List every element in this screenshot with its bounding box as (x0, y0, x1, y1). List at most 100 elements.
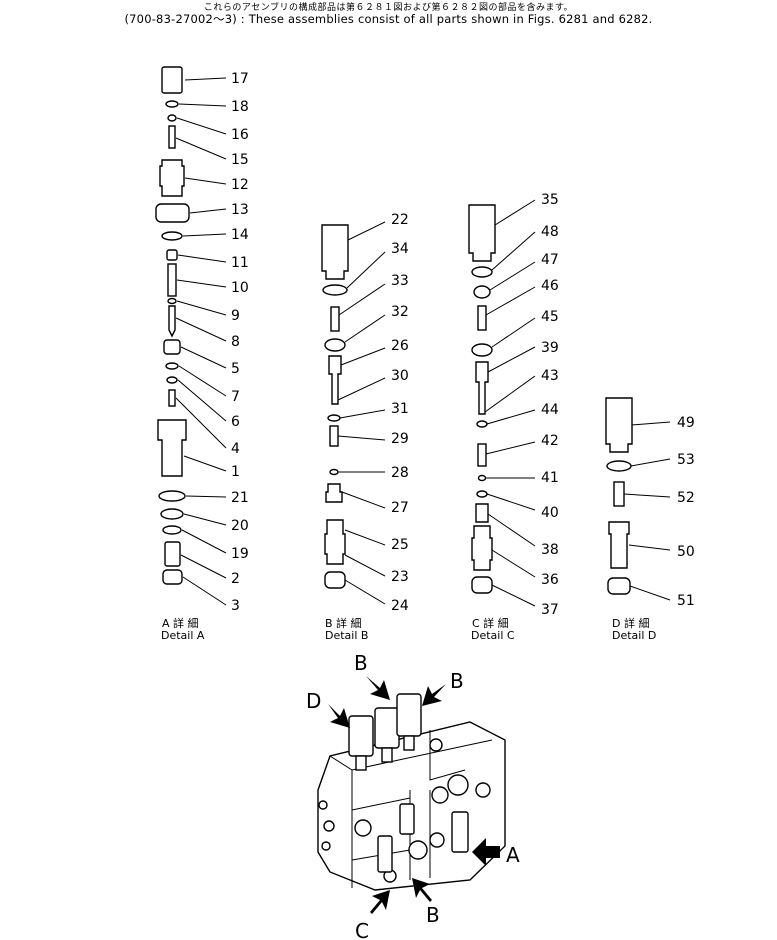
valve-port-4 (429, 738, 443, 752)
callout-53: 53 (677, 452, 695, 468)
part-18-ring (165, 100, 179, 108)
detail-a-caption: Detail A (161, 629, 205, 642)
part-39-poppet (475, 361, 489, 415)
detail-a-stack (155, 66, 190, 585)
part-6-ring (166, 376, 178, 384)
callout-15: 15 (231, 152, 249, 168)
callout-10: 10 (231, 280, 249, 296)
detail-b-stack (321, 224, 349, 589)
part-12-plug (159, 159, 185, 197)
part-31-ring (327, 414, 341, 422)
part-26-poppet (328, 355, 342, 405)
callout-32: 32 (391, 304, 409, 320)
part-32-seat (324, 338, 346, 352)
callout-9: 9 (231, 308, 240, 324)
callout-4: 4 (231, 441, 240, 457)
callout-22: 22 (391, 212, 409, 228)
part-53-oring (606, 460, 632, 472)
callout-47: 47 (541, 252, 559, 268)
view-labels: B B D A C B (306, 651, 520, 940)
relief-valve-c (377, 835, 393, 873)
cartridge-d-stem (355, 755, 367, 771)
part-17-cap (161, 66, 183, 94)
part-4-spring (168, 389, 176, 407)
part-10-spring (167, 263, 177, 297)
callout-5: 5 (231, 361, 240, 377)
callout-44: 44 (541, 402, 559, 418)
part-20-ring (160, 508, 184, 520)
valve-port-9 (321, 841, 331, 851)
callout-45: 45 (541, 309, 559, 325)
label-c: C (355, 919, 369, 940)
part-48-oring (471, 266, 493, 278)
callout-38: 38 (541, 542, 559, 558)
part-40-ring (476, 490, 488, 498)
valve-assembly (317, 693, 506, 891)
arrow-b-top-left (366, 676, 390, 700)
label-b-bottom: B (426, 903, 440, 927)
detail-a-caption-jp: A 詳 細 (162, 616, 199, 630)
cartridge-b-right-stem (403, 735, 415, 751)
part-11-retainer (166, 249, 178, 261)
part-38-poppet (475, 503, 489, 523)
part-36-sleeve (471, 525, 493, 571)
part-50-poppet (608, 521, 630, 569)
part-19-oring (162, 525, 182, 535)
part-42-spring (477, 443, 487, 467)
callout-6: 6 (231, 414, 240, 430)
part-14-oring (161, 231, 183, 241)
callout-2: 2 (231, 571, 240, 587)
callout-7: 7 (231, 389, 240, 405)
cartridge-b-left (374, 707, 400, 749)
callout-34: 34 (391, 241, 409, 257)
callout-51: 51 (677, 593, 695, 609)
arrow-d (328, 704, 350, 728)
relief-valve-center (399, 803, 415, 835)
detail-d-caption: Detail D (612, 629, 656, 642)
callout-27: 27 (391, 500, 409, 516)
callout-40: 40 (541, 505, 559, 521)
detail-c-stack (468, 204, 496, 594)
callout-18: 18 (231, 99, 249, 115)
callout-21: 21 (231, 490, 249, 506)
detail-b-leaders (337, 221, 386, 605)
valve-port-6 (429, 832, 445, 848)
part-7-oring (165, 362, 179, 370)
part-15-screw (168, 125, 176, 149)
label-b-top-right: B (450, 669, 464, 693)
valve-port-7 (354, 819, 372, 837)
part-5-seat (163, 339, 181, 355)
callout-17: 17 (231, 71, 249, 87)
part-45-seat (471, 343, 493, 357)
callout-26: 26 (391, 338, 409, 354)
valve-port-3 (475, 782, 491, 798)
detail-b-caption: Detail B (325, 629, 368, 642)
part-24-plug (324, 571, 346, 589)
part-13-locknut (155, 203, 190, 223)
callout-42: 42 (541, 433, 559, 449)
callout-13: 13 (231, 202, 249, 218)
cartridge-d (348, 715, 374, 757)
callout-48: 48 (541, 224, 559, 240)
arrow-b-bottom (412, 878, 432, 902)
callout-49: 49 (677, 415, 695, 431)
callout-37: 37 (541, 602, 559, 618)
detail-a-leaders (175, 77, 227, 606)
callout-14: 14 (231, 227, 249, 243)
valve-port-8 (323, 820, 335, 832)
callout-20: 20 (231, 518, 249, 534)
part-1-body (157, 419, 187, 477)
detail-c-leaders (484, 199, 536, 607)
detail-d-leaders (623, 421, 671, 601)
header-japanese-note: これらのアセンブリの構成部品は第６２８１図および第６２８２図の部品を含みます。 (203, 3, 574, 13)
label-b-top: B (354, 651, 368, 675)
arrow-b-top-right (422, 684, 446, 706)
valve-port-10 (318, 800, 328, 810)
callout-29: 29 (391, 431, 409, 447)
part-29-spring (329, 425, 339, 447)
callout-46: 46 (541, 278, 559, 294)
callout-16: 16 (231, 127, 249, 143)
detail-c-callouts: 35 48 47 46 45 39 43 44 42 41 40 38 36 3… (541, 192, 559, 618)
part-3-plug (162, 569, 183, 585)
label-d: D (306, 689, 321, 713)
